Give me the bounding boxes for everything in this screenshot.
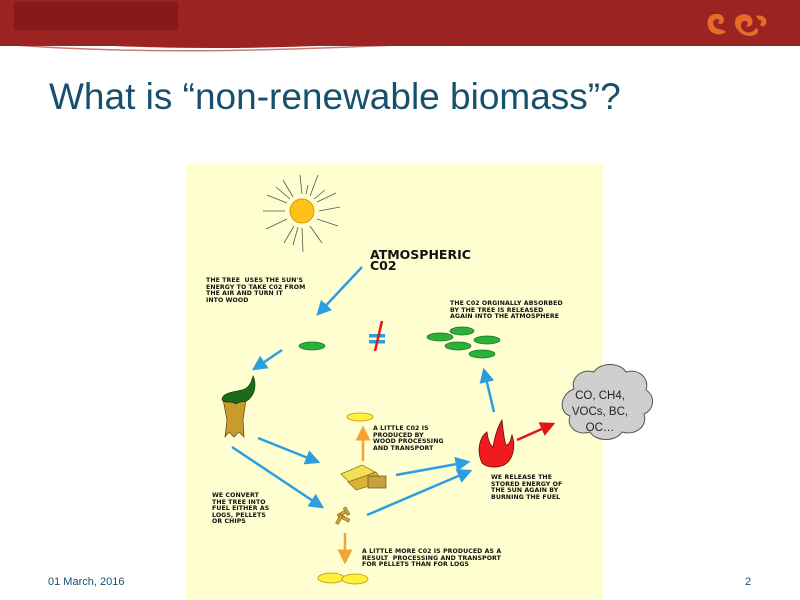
release-energy-label: WE RELEASE THE STORED ENERGY OF THE SUN … — [491, 474, 563, 501]
green-disc-icon — [298, 326, 501, 359]
page-title: What is “non-renewable biomass”? — [49, 76, 621, 117]
not-equal-icon — [369, 320, 385, 352]
little-co2-label: A LITTLE C02 IS PRODUCED BY WOOD PROCESS… — [373, 425, 444, 452]
tree-uses-sun-label: THE TREE USES THE SUN'S ENERGY TO TAKE C… — [206, 277, 306, 304]
flame-icon — [478, 418, 515, 468]
convert-tree-label: WE CONVERT THE TREE INTO FUEL EITHER AS … — [212, 492, 270, 526]
tree-icon — [221, 374, 256, 439]
page-number: 2 — [745, 576, 752, 588]
atmospheric-co2-label: ATMOSPHERIC C02 — [370, 247, 471, 273]
cloud-icon — [561, 364, 653, 440]
diagram-panel — [186, 164, 603, 600]
header-swoosh — [0, 30, 800, 52]
footer-date: 01 March, 2016 — [48, 576, 125, 588]
logs-icon — [340, 464, 387, 491]
co2-released-label: THE C02 ORGINALLY ABSORBED BY THE TREE I… — [450, 300, 563, 321]
sun-icon — [263, 174, 341, 253]
emissions-cloud-text: CO, CH4, VOCs, BC, OC… — [571, 390, 629, 434]
yellow-disc-icon — [317, 412, 374, 585]
chips-icon — [335, 506, 351, 525]
brand-logo-icon — [707, 13, 767, 36]
little-more-co2-label: A LITTLE MORE C02 IS PRODUCED AS A RESUL… — [362, 548, 502, 569]
